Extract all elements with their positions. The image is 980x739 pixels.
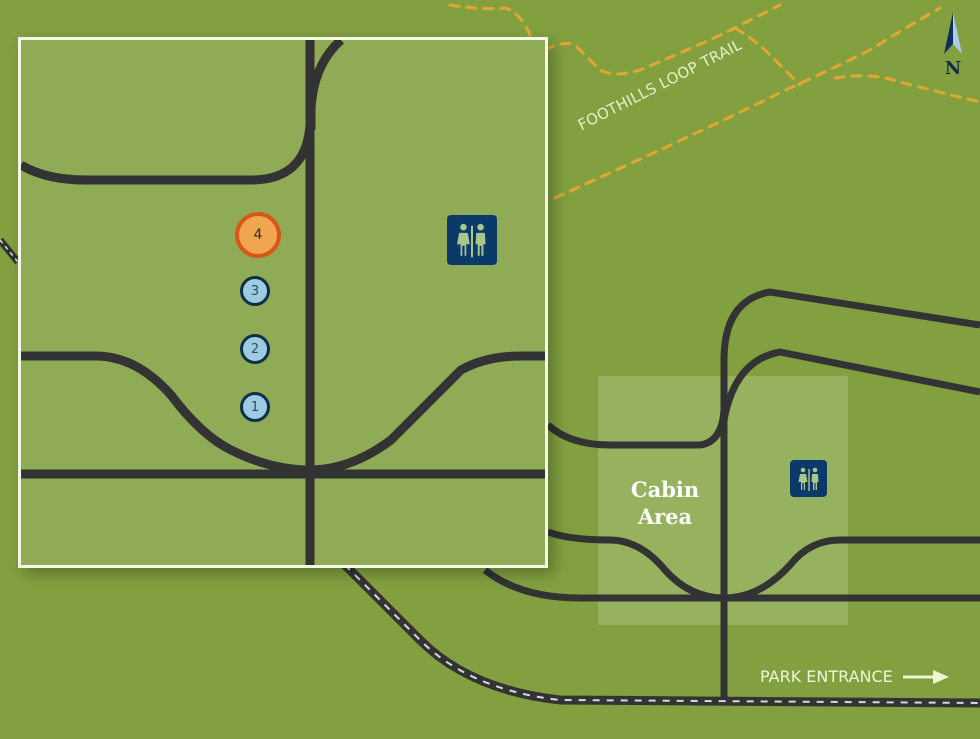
campsite-marker-3[interactable]: 3 (240, 276, 270, 306)
north-arrow-icon (944, 12, 962, 54)
restroom-glyph-icon (457, 223, 486, 258)
marker-number: 3 (250, 283, 260, 299)
arrow-right-icon (902, 669, 949, 684)
marker-number: 1 (250, 399, 260, 415)
inset-restroom-icon[interactable] (447, 215, 497, 265)
restroom-icon[interactable] (790, 460, 827, 497)
compass: N (938, 10, 968, 82)
campsite-marker-2[interactable]: 2 (240, 334, 270, 364)
cabin-area-label[interactable]: Cabin Area (605, 476, 725, 530)
cabin-area-label-line2: Area (637, 504, 693, 529)
marker-number: 4 (253, 227, 263, 243)
restroom-glyph-icon (798, 467, 818, 491)
inset-detail-panel[interactable]: 4 3 2 1 (18, 37, 548, 568)
cabin-area-label-line1: Cabin (630, 477, 700, 502)
campsite-marker-4[interactable]: 4 (235, 212, 281, 258)
park-entrance-label[interactable]: PARK ENTRANCE (760, 667, 949, 686)
north-label: N (944, 58, 962, 79)
park-entrance-text: PARK ENTRANCE (760, 667, 893, 686)
inset-roads (21, 40, 545, 565)
marker-number: 2 (250, 341, 260, 357)
trail-paths (448, 3, 980, 200)
campsite-marker-1[interactable]: 1 (240, 392, 270, 422)
